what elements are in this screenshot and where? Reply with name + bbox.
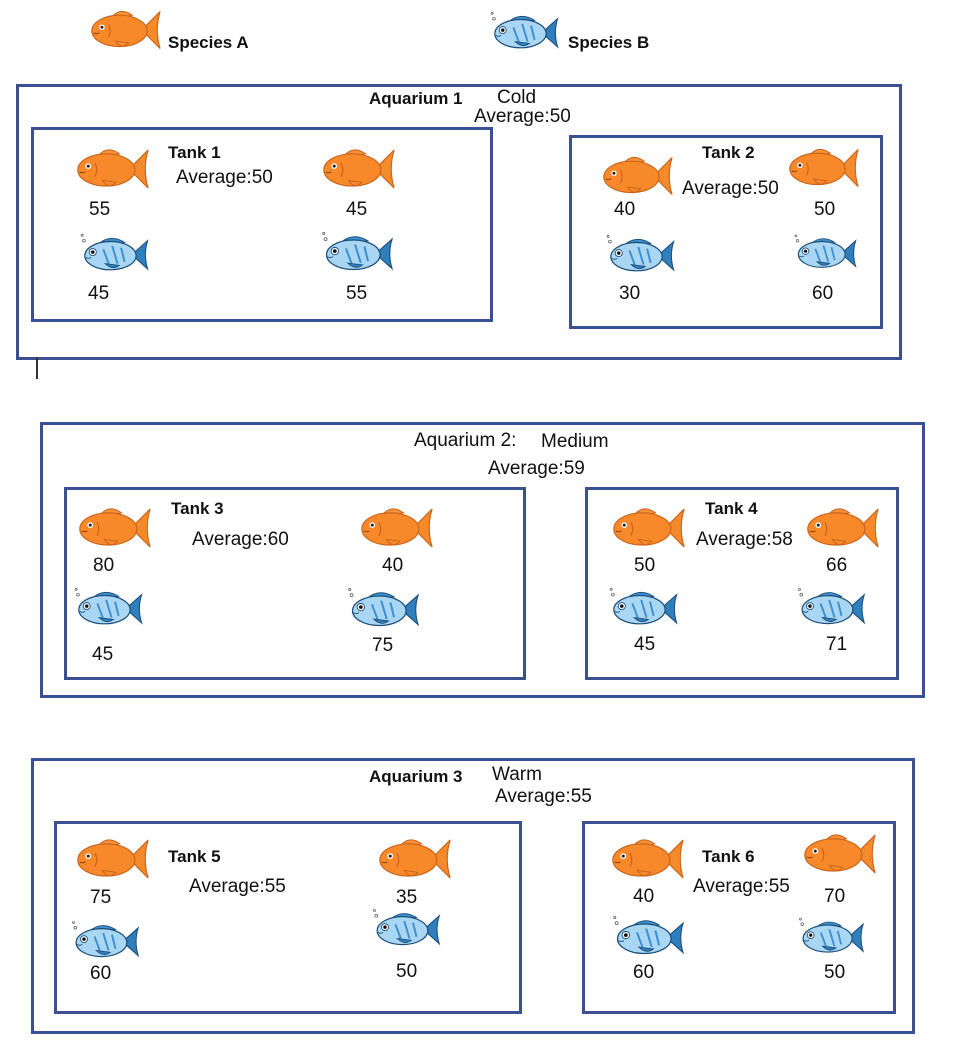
aquarium-condition: Cold (497, 87, 537, 108)
aquarium-label: Aquarium 1 (369, 89, 463, 108)
orange-fish-icon (801, 829, 877, 879)
aquarium-condition: Warm (492, 764, 542, 785)
orange-fish-icon (74, 144, 150, 194)
species-b-value: 55 (346, 283, 368, 304)
orange-fish-icon (76, 503, 152, 553)
tank-3 (64, 487, 526, 680)
blue-fish-icon (70, 917, 140, 963)
tank-4 (585, 487, 899, 680)
species-a-value: 45 (346, 199, 368, 220)
tank-label: Tank 2 (702, 143, 755, 162)
species-a-value: 40 (614, 199, 636, 220)
tank-average: Average:55 (189, 876, 286, 897)
species-b-value: 60 (812, 283, 834, 304)
blue-fish-icon (604, 231, 676, 277)
blue-fish-icon (607, 584, 679, 630)
legend-species-b: Species B (568, 33, 650, 52)
species-b-value: 45 (92, 644, 114, 665)
species-a-value: 80 (93, 555, 115, 576)
species-b-value: 60 (90, 963, 112, 984)
aquarium-average: Average:59 (488, 458, 585, 479)
species-a-value: 50 (634, 555, 656, 576)
aquarium-average: Average:50 (474, 106, 571, 127)
aquarium-2 (40, 422, 925, 698)
blue-fish-icon (610, 912, 686, 960)
orange-fish-icon (358, 503, 434, 553)
tank-average: Average:58 (696, 529, 793, 550)
tank-label: Tank 1 (168, 143, 221, 162)
orange-fish-icon (610, 503, 686, 553)
species-a-value: 55 (89, 199, 111, 220)
species-b-value: 60 (633, 962, 655, 983)
aquarium-label: Aquarium 3 (369, 767, 463, 786)
species-b-value: 50 (396, 961, 418, 982)
blue-fish-icon (371, 905, 441, 951)
text-cursor (36, 357, 38, 379)
legend-species-a: Species A (168, 33, 249, 52)
blue-fish-icon (320, 228, 394, 276)
orange-fish-icon (376, 834, 452, 884)
species-a-value: 70 (824, 886, 846, 907)
species-b-value: 30 (619, 283, 641, 304)
species-a-value: 66 (826, 555, 848, 576)
blue-fish-icon (78, 230, 150, 276)
species-b-value: 45 (88, 283, 110, 304)
orange-fish-icon (804, 503, 880, 553)
blue-fish-icon (792, 231, 858, 273)
species-a-value: 40 (382, 555, 404, 576)
blue-fish-icon (797, 914, 865, 958)
tank-6 (582, 821, 896, 1014)
aquarium-label: Aquarium 2: (414, 430, 517, 451)
tank-average: Average:55 (693, 876, 790, 897)
species-a-value: 40 (633, 886, 655, 907)
tank-label: Tank 3 (171, 499, 224, 518)
tank-1 (31, 127, 493, 322)
aquarium-3 (31, 758, 915, 1034)
species-a-value: 35 (396, 887, 418, 908)
tank-average: Average:50 (176, 167, 273, 188)
orange-fish-icon (609, 834, 685, 884)
tank-label: Tank 4 (705, 499, 758, 518)
species-a-value: 75 (90, 887, 112, 908)
blue-fish-icon (346, 584, 420, 632)
orange-fish-icon (600, 152, 674, 200)
orange-fish-icon (320, 144, 396, 194)
orange-fish-icon (74, 834, 150, 884)
orange-fish-icon (786, 144, 860, 192)
species-a-value: 50 (814, 199, 836, 220)
tank-average: Average:60 (192, 529, 289, 550)
aquarium-condition: Medium (541, 431, 609, 452)
blue-fish-icon (796, 584, 866, 630)
orange-fish-icon (88, 6, 162, 54)
species-b-value: 45 (634, 634, 656, 655)
blue-fish-icon (488, 8, 560, 54)
blue-fish-icon (72, 584, 144, 630)
aquarium-average: Average:55 (495, 786, 592, 807)
tank-2 (569, 135, 883, 329)
tank-5 (54, 821, 522, 1014)
species-b-value: 50 (824, 962, 846, 983)
tank-label: Tank 5 (168, 847, 221, 866)
aquarium-1 (16, 84, 902, 360)
tank-label: Tank 6 (702, 847, 755, 866)
species-b-value: 75 (372, 635, 394, 656)
species-b-value: 71 (826, 634, 848, 655)
tank-average: Average:50 (682, 178, 779, 199)
